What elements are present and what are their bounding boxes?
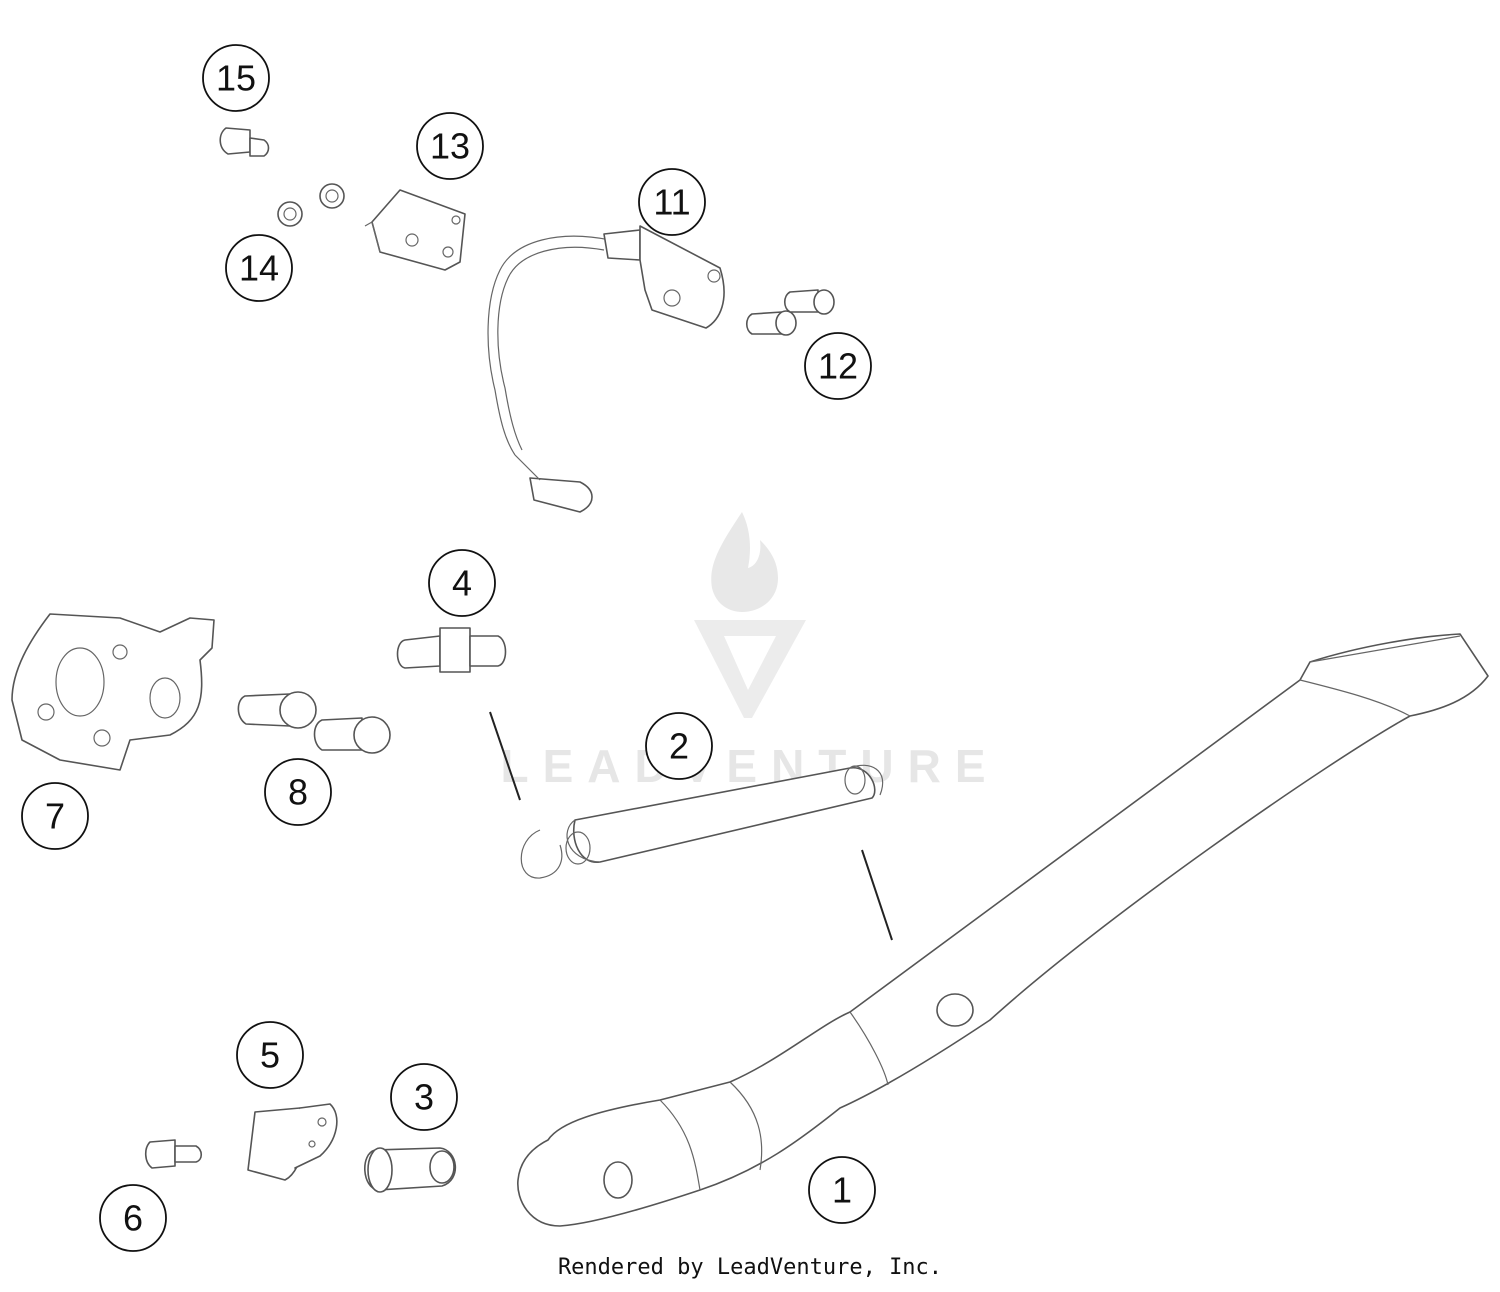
- screws-part-8: [237, 691, 391, 754]
- callout-label: 5: [260, 1035, 280, 1076]
- callout-12: 12: [804, 332, 872, 400]
- stud-bolt-part: [396, 627, 507, 673]
- screw-part-6: [144, 1139, 203, 1169]
- render-credit-footer: Rendered by LeadVenture, Inc.: [557, 1255, 943, 1280]
- bushing-part: [364, 1147, 457, 1193]
- callout-label: 3: [414, 1077, 434, 1118]
- screws-part-12: [745, 289, 835, 336]
- switch-cable-part: [487, 225, 725, 513]
- callout-label: 15: [216, 58, 256, 99]
- callout-label: 4: [452, 563, 472, 604]
- callout-label: 1: [832, 1170, 852, 1211]
- callout-6: 6: [99, 1184, 167, 1252]
- callout-label: 7: [45, 796, 65, 837]
- callout-14: 14: [225, 234, 293, 302]
- callout-label: 11: [653, 182, 690, 223]
- leadventure-watermark: LEADVENTURE: [500, 512, 999, 792]
- callout-15: 15: [202, 44, 270, 112]
- callout-13: 13: [416, 112, 484, 180]
- mounting-plate-part: [11, 613, 215, 771]
- leader-line-2: [861, 849, 893, 941]
- switch-housing-part: [364, 189, 466, 271]
- callout-label: 13: [430, 126, 470, 167]
- callout-5: 5: [236, 1021, 304, 1089]
- callout-8: 8: [264, 758, 332, 826]
- callout-label: 8: [288, 772, 308, 813]
- leader-line-4: [489, 711, 521, 801]
- v-logo-icon: [694, 620, 806, 718]
- callout-label: 2: [669, 726, 689, 767]
- callout-2: 2: [645, 712, 713, 780]
- callout-4: 4: [428, 549, 496, 617]
- callout-label: 12: [818, 346, 858, 387]
- watermark-text: LEADVENTURE: [500, 740, 999, 792]
- callout-3: 3: [390, 1063, 458, 1131]
- spring-part: [520, 764, 884, 879]
- side-stand-part: [517, 633, 1489, 1227]
- callout-1: 1: [808, 1156, 876, 1224]
- screw-part-15: [219, 127, 270, 157]
- callout-11: 11: [638, 168, 706, 236]
- switch-bracket-part: [247, 1103, 338, 1181]
- nuts-part-14: [277, 183, 345, 227]
- callout-label: 6: [123, 1198, 143, 1239]
- flame-logo-icon: [711, 512, 778, 612]
- callout-7: 7: [21, 782, 89, 850]
- callout-label: 14: [239, 248, 279, 289]
